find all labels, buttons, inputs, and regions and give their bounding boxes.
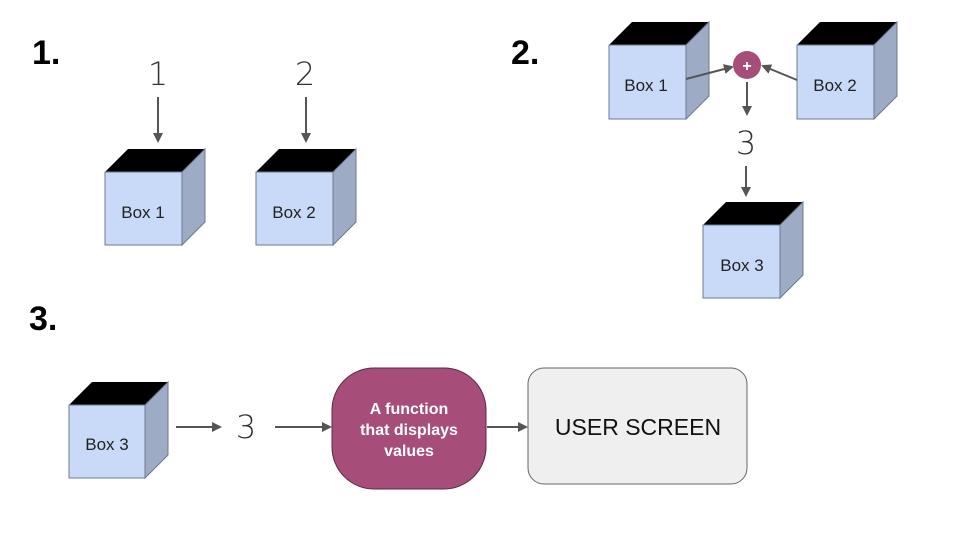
section-3: Box 3 3 A function that displays values … xyxy=(68,367,748,490)
cube-box-3-output: Box 3 xyxy=(68,380,169,480)
step-2-label: 2. xyxy=(511,34,539,72)
cube-box-2: Box 2 xyxy=(255,147,357,247)
box-1-sum-label: Box 1 xyxy=(624,76,667,95)
plus-symbol: + xyxy=(742,58,751,75)
box-1-label: Box 1 xyxy=(121,203,164,222)
cube-box-1-sum: Box 1 xyxy=(608,20,710,121)
input-value-2: 2 xyxy=(295,55,315,93)
user-screen-block: USER SCREEN xyxy=(527,367,748,485)
output-value: 3 xyxy=(236,408,256,446)
cube-box-2-sum: Box 2 xyxy=(796,20,898,121)
user-screen-label: USER SCREEN xyxy=(555,414,721,440)
box-2-label: Box 2 xyxy=(272,203,315,222)
display-function-block: A function that displays values xyxy=(331,367,487,490)
box-3-label: Box 3 xyxy=(720,256,763,275)
function-label-line-1: A function xyxy=(370,401,449,418)
section-2: Box 1 Box 2 + 3 Box 3 xyxy=(608,20,898,300)
box-3-output-label: Box 3 xyxy=(85,435,128,454)
step-3-label: 3. xyxy=(29,300,57,338)
section-1: 1 Box 1 2 Box 2 xyxy=(104,55,357,247)
function-label-line-2: that displays xyxy=(360,422,458,439)
plus-operator-icon: + xyxy=(733,51,761,79)
cube-box-3: Box 3 xyxy=(702,200,804,300)
cube-box-1: Box 1 xyxy=(104,147,206,247)
function-label-line-3: values xyxy=(384,443,434,460)
arrow-box-1-to-plus xyxy=(685,64,734,80)
sum-result-value: 3 xyxy=(736,124,756,162)
arrow-box-2-to-plus xyxy=(761,64,798,81)
input-value-1: 1 xyxy=(148,55,168,93)
step-1-label: 1. xyxy=(32,34,60,72)
box-2-sum-label: Box 2 xyxy=(813,76,856,95)
